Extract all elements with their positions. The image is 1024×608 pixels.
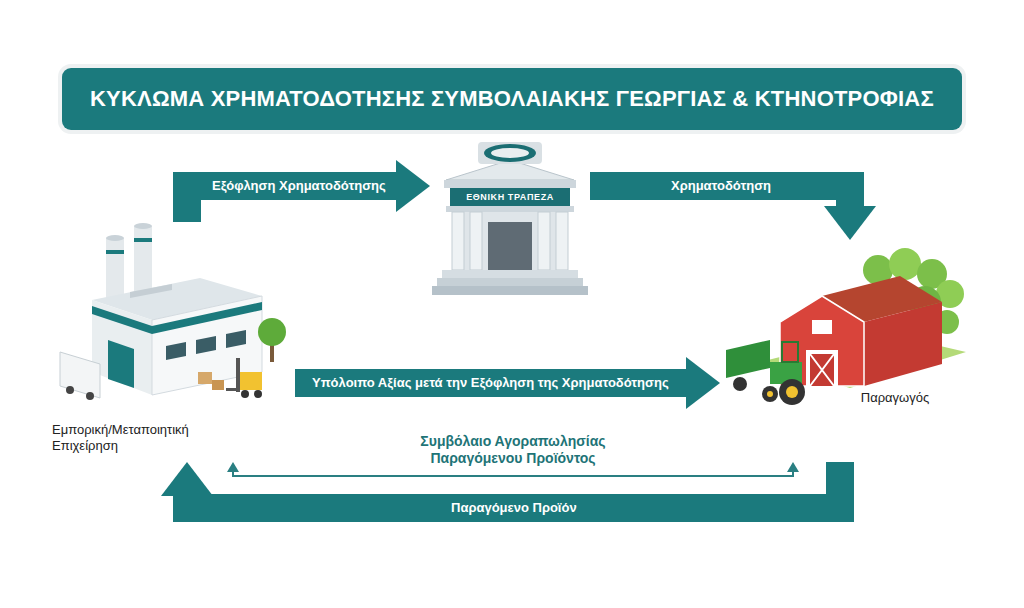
bank-wall (464, 212, 556, 270)
farm: Παραγωγός (720, 240, 970, 462)
flow-arrow (187, 160, 430, 222)
bank-column (470, 212, 482, 270)
tractor-wheel (762, 386, 778, 402)
edge-label-holder: Συμβόλαιο Αγοραπωλησίας Παραγόμενου Προϊ… (398, 433, 628, 467)
bank-building: ΕΘΝΙΚΗ ΤΡΑΠΕΖΑ (430, 140, 590, 298)
arrowhead (686, 357, 720, 409)
barn-door-frame (806, 350, 838, 386)
node-label: Παραγωγός (850, 390, 940, 406)
edge-label: Χρηματοδότηση (668, 178, 774, 194)
forklift-wheel (254, 390, 262, 398)
factory-building: Εμπορική/Μεταποιητική Επιχείρηση (52, 222, 295, 462)
arrowhead (227, 462, 239, 472)
forklift-wheel (241, 390, 249, 398)
title: ΚΥΚΛΩΜΑ ΧΡΗΜΑΤΟΔΟΤΗΣΗΣ ΣΥΜΒΟΛΑΙΑΚΗΣ ΓΕΩΡ… (90, 86, 934, 112)
farm-illustration (726, 248, 966, 405)
factory-stripe (92, 306, 152, 334)
edge-label: Εξόφληση Χρηματοδότησης (209, 178, 389, 194)
flow-arrow (295, 357, 720, 409)
bank-step (437, 278, 583, 286)
barn-door (810, 354, 834, 386)
bank-sign-band (450, 188, 570, 206)
factory-left-wall (92, 300, 152, 395)
tractor-hub (767, 391, 773, 397)
arrowhead (787, 462, 799, 472)
bank-emblem (484, 144, 536, 162)
chimney-top (134, 223, 152, 229)
tractor-hub (786, 386, 798, 398)
bank-emblem-plate (478, 142, 542, 164)
forklift-body (240, 372, 262, 390)
trailer-wheel (733, 377, 747, 391)
chimney-stripe (106, 250, 124, 254)
barn-side (864, 302, 942, 386)
bank-column (452, 212, 464, 270)
crate (212, 380, 224, 390)
bank-column (538, 212, 550, 270)
crate (198, 372, 212, 384)
factory-window (196, 336, 216, 354)
node-label: Εμπορική/Μεταποιητική Επιχείρηση (52, 422, 212, 454)
forklift-fork (226, 388, 238, 391)
barn-door-cross (810, 354, 834, 386)
bank-column (556, 212, 568, 270)
arrowhead (396, 160, 430, 212)
chimney-stripe (134, 238, 152, 242)
arrowhead (824, 206, 876, 240)
flow-arrow (590, 186, 876, 240)
barn-window (812, 320, 832, 334)
truck-wheel (86, 392, 94, 400)
edge-label-holder: Υπόλοιπο Αξίας μετά την Εξόφληση της Χρη… (309, 375, 672, 391)
tractor-wheel (779, 379, 805, 405)
factory-illustration (60, 223, 286, 400)
factory-door (108, 340, 134, 388)
tractor-trailer (726, 340, 770, 378)
edge-label-holder: Παραγόμενο Προϊόν (448, 500, 580, 516)
chimney (134, 226, 152, 298)
truck-wheel (66, 386, 74, 394)
tractor-cabin (782, 342, 798, 362)
bank-step (432, 286, 588, 295)
chimney-top (106, 235, 124, 241)
edge-label: Συμβόλαιο Αγοραπωλησίας Παραγόμενου Προϊ… (398, 433, 628, 467)
roof-vent (130, 284, 172, 298)
bank-door (488, 222, 532, 270)
tree-crown (258, 318, 286, 346)
edge-label-holder: Εξόφληση Χρηματοδότησης (209, 178, 389, 194)
tree (889, 248, 921, 280)
edge-label: Παραγόμενο Προϊόν (448, 500, 580, 516)
connector-line (233, 471, 793, 476)
edge-label: Υπόλοιπο Αξίας μετά την Εξόφληση της Χρη… (309, 375, 672, 391)
forklift-mast (236, 358, 240, 392)
connector-line (295, 369, 687, 397)
bank-step (442, 270, 578, 278)
edge-label-holder: Χρηματοδότηση (668, 178, 774, 194)
truck-trailer (60, 352, 100, 398)
bank-emblem-inner (491, 148, 529, 158)
arrowhead (161, 462, 213, 496)
bank-architrave (446, 206, 574, 212)
title-banner: ΚΥΚΛΩΜΑ ΧΡΗΜΑΤΟΔΟΤΗΣΗΣ ΣΥΜΒΟΛΑΙΑΚΗΣ ΓΕΩΡ… (62, 68, 962, 130)
bank-cornice (444, 180, 576, 188)
bank-illustration (432, 142, 588, 295)
factory-window (226, 330, 246, 348)
factory-right-wall (152, 296, 262, 395)
node-label: ΕΘΝΙΚΗ ΤΡΑΠΕΖΑ (452, 189, 568, 205)
factory-window (166, 342, 186, 360)
factory-stripe (152, 302, 262, 334)
